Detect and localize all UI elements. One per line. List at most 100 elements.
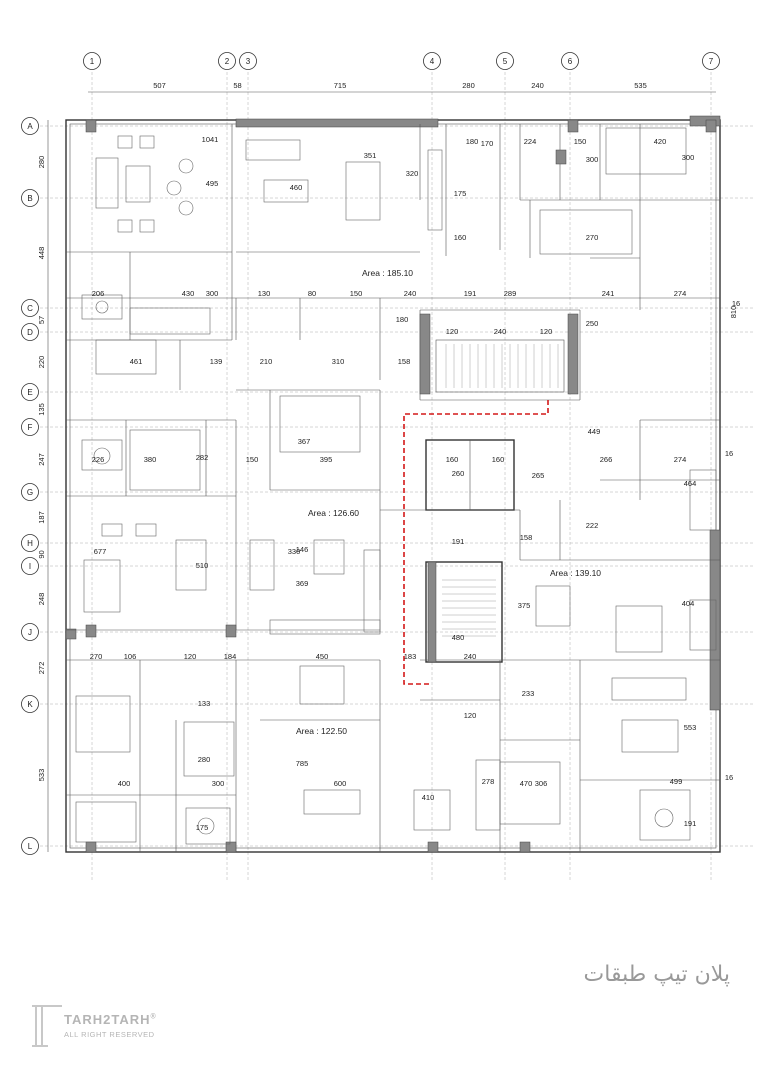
grid-bubble-row: F	[21, 418, 39, 436]
grid-bubble-col: 7	[702, 52, 720, 70]
grid-bubble-row: J	[21, 623, 39, 641]
room-dimension: 278	[482, 777, 495, 786]
room-dimension: 510	[196, 561, 209, 570]
top-dimension: 240	[531, 81, 544, 90]
left-dimension: 448	[37, 247, 46, 260]
grid-label: B	[27, 194, 32, 203]
room-dimension: 240	[464, 652, 477, 661]
grid-label: 2	[225, 57, 230, 66]
room-dimension: 400	[118, 779, 131, 788]
room-dimension: 80	[308, 289, 316, 298]
room-dimension: 380	[144, 455, 157, 464]
room-dimension: 461	[130, 357, 143, 366]
grid-bubble-row: B	[21, 189, 39, 207]
room-dimension: 274	[674, 289, 687, 298]
room-dimension: 450	[316, 652, 329, 661]
left-dimension: 280	[37, 156, 46, 169]
room-dimension: 183	[404, 652, 417, 661]
room-dimension: 175	[454, 189, 467, 198]
top-dimension: 280	[462, 81, 475, 90]
grid-label: D	[27, 328, 33, 337]
room-dimension: 158	[520, 533, 533, 542]
room-dimension: 395	[320, 455, 333, 464]
room-dimension: 160	[492, 455, 505, 464]
grid-label: 6	[568, 57, 573, 66]
grid-axis-lines	[40, 72, 755, 880]
grid-bubble-row: H	[21, 534, 39, 552]
room-dimension: 120	[540, 327, 553, 336]
room-dimension: 120	[184, 652, 197, 661]
room-dimension: 170	[481, 139, 494, 148]
area-label: Area : 139.10	[550, 568, 601, 578]
room-dimension: 677	[94, 547, 107, 556]
grid-label: I	[29, 562, 31, 571]
room-dimension: 274	[674, 455, 687, 464]
room-dimension: 120	[464, 711, 477, 720]
logo-wordmark: TARH2TARH	[64, 1012, 151, 1027]
area-label: Area : 126.60	[308, 508, 359, 518]
room-dimension: 241	[602, 289, 615, 298]
logo-name: TARH2TARH®	[64, 1012, 157, 1027]
room-dimension: 139	[210, 357, 223, 366]
room-dimension: 133	[198, 699, 211, 708]
grid-bubble-row: C	[21, 299, 39, 317]
room-dimension: 375	[518, 601, 531, 610]
furniture	[75, 127, 717, 845]
room-dimension: 184	[224, 652, 237, 661]
room-dimension: 260	[452, 469, 465, 478]
grid-bubble-col: 1	[83, 52, 101, 70]
room-dimension: 404	[682, 599, 695, 608]
grid-label: C	[27, 304, 33, 313]
right-dimension: 16	[725, 773, 733, 782]
grid-bubble-col: 2	[218, 52, 236, 70]
room-dimension: 250	[586, 319, 599, 328]
room-dimension: 367	[298, 437, 311, 446]
escape-route-line	[403, 400, 549, 685]
room-dimension: 158	[398, 357, 411, 366]
room-dimension: 222	[586, 521, 599, 530]
area-labels: Area : 185.10 Area : 126.60 Area : 139.1…	[296, 268, 601, 736]
room-dimension: 300	[206, 289, 219, 298]
room-dimension: 210	[260, 357, 273, 366]
room-dimension: 240	[494, 327, 507, 336]
grid-label: J	[28, 628, 32, 637]
room-dimension: 300	[586, 155, 599, 164]
left-dimension: 272	[37, 662, 46, 675]
left-dimension: 247	[37, 453, 46, 466]
grid-label: K	[27, 700, 33, 709]
grid-label: G	[27, 488, 33, 497]
room-dimension: 226	[92, 455, 105, 464]
right-dimension: 16	[725, 449, 733, 458]
grid-bubble-row: K	[21, 695, 39, 713]
room-dimension: 785	[296, 759, 309, 768]
room-dimension: 310	[332, 357, 345, 366]
room-dimension: 180	[396, 315, 409, 324]
room-dimension: 280	[198, 755, 211, 764]
grid-bubble-col: 5	[496, 52, 514, 70]
top-dimension: 58	[233, 81, 241, 90]
room-dimension: 420	[654, 137, 667, 146]
room-dimension: 320	[406, 169, 419, 178]
room-dimension: 289	[504, 289, 517, 298]
room-dimension: 146	[296, 545, 309, 554]
room-dimension: 191	[684, 819, 697, 828]
left-dimension: 187	[37, 511, 46, 524]
grid-label: L	[28, 842, 33, 851]
grid-label: A	[27, 122, 33, 131]
room-dimension: 224	[524, 137, 537, 146]
grid-bubble-row: D	[21, 323, 39, 341]
top-dimension: 535	[634, 81, 647, 90]
room-dimension: 499	[670, 777, 683, 786]
room-dimension: 553	[684, 723, 697, 732]
room-dimension: 410	[422, 793, 435, 802]
left-dimension: 57	[37, 316, 46, 324]
room-dimension: 460	[290, 183, 303, 192]
grid-label: F	[28, 423, 33, 432]
room-dimension: 270	[90, 652, 103, 661]
room-dimension: 180	[466, 137, 479, 146]
room-dimension: 206	[92, 289, 105, 298]
room-dimension: 300	[212, 779, 225, 788]
left-dimension: 135	[37, 403, 46, 416]
grid-bubble-row: I	[21, 557, 39, 575]
